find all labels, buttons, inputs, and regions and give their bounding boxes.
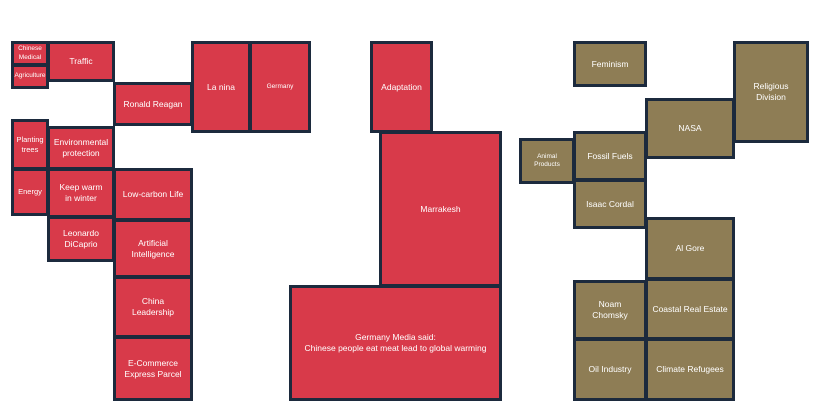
- tile-planting-trees: Planting trees: [11, 119, 49, 170]
- tile-religious-division: Religious Division: [733, 41, 809, 143]
- tile-germany: Germany: [249, 41, 311, 133]
- tile-coastal-real-estate: Coastal Real Estate: [645, 278, 735, 340]
- tile-traffic: Traffic: [47, 41, 115, 82]
- tile-isaac-cordal: Isaac Cordal: [573, 179, 647, 229]
- tile-nasa: NASA: [645, 98, 735, 159]
- tile-fossil-fuels: Fossil Fuels: [573, 131, 647, 181]
- tile-ronald-reagan: Ronald Reagan: [113, 82, 193, 126]
- tile-noam-chomsky: Noam Chomsky: [573, 280, 647, 340]
- tile-germany-media: Germany Media said: Chinese people eat m…: [289, 285, 502, 401]
- tile-chinese-medical: Chinese Medical: [11, 41, 49, 66]
- tile-marrakesh: Marrakesh: [379, 131, 502, 287]
- tile-ecommerce-express: E-Commerce Express Parcel: [113, 336, 193, 401]
- tile-agriculture: Agriculture: [11, 64, 49, 89]
- tile-adaptation: Adaptation: [370, 41, 433, 133]
- tile-oil-industry: Oil Industry: [573, 338, 647, 401]
- tile-la-nina: La nina: [191, 41, 251, 133]
- tile-environmental-protection: Environmental protection: [47, 126, 115, 170]
- tile-al-gore: Al Gore: [645, 217, 735, 280]
- tile-low-carbon-life: Low-carbon Life: [113, 168, 193, 221]
- tile-feminism: Feminism: [573, 41, 647, 87]
- tile-keep-warm: Keep warm in winter: [47, 168, 115, 218]
- tile-climate-refugees: Climate Refugees: [645, 338, 735, 401]
- tile-artificial-intelligence: Artificial Intelligence: [113, 219, 193, 278]
- tile-china-leadership: China Leadership: [113, 276, 193, 338]
- tile-energy: Energy: [11, 168, 49, 216]
- tile-animal-products: Animal Products: [519, 138, 575, 184]
- tile-leonardo-dicaprio: Leonardo DiCaprio: [47, 216, 115, 262]
